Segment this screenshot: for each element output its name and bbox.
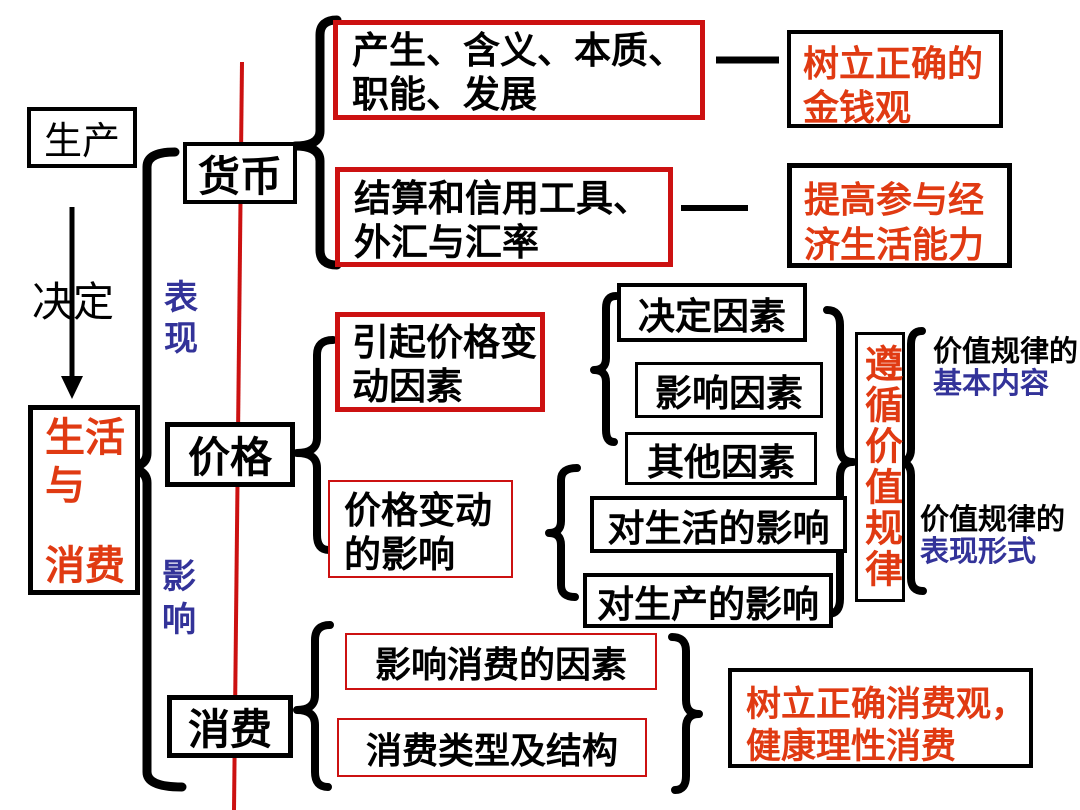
node-currency-label: 货币 [197, 154, 282, 201]
node-value-law: 遵循价值规律 [855, 332, 905, 602]
node-money-view: 树立正确的 金钱观 [787, 30, 1003, 128]
manifestation-char1: 表 [164, 280, 198, 317]
node-life-consumption-label: 生活 与 消费 [45, 414, 135, 590]
money-view-line2: 金钱观 [803, 88, 912, 128]
node-price: 价格 [165, 422, 295, 487]
influence-char2: 响 [162, 602, 196, 639]
manifestation-char2: 现 [164, 321, 198, 358]
node-consumption-factors: 影响消费的因素 [345, 633, 657, 690]
node-price-change-causes: 引起价格变 动因素 [335, 312, 545, 412]
money-view-line1: 树立正确的 [803, 44, 984, 84]
influencing-factor-label: 影响因素 [655, 374, 803, 415]
value-law-label: 遵循价值规律 [858, 344, 901, 590]
economic-ability-line2: 济生活能力 [804, 225, 985, 265]
node-deciding-factor: 决定因素 [617, 283, 807, 342]
effect-on-life-label: 对生活的影响 [607, 508, 830, 550]
node-economic-ability: 提高参与经 济生活能力 [787, 163, 1012, 268]
consumption-types-label: 消费类型及结构 [365, 730, 618, 771]
node-currency-item2: 结算和信用工具、 外汇与汇率 [335, 167, 673, 267]
determines-arrow-head [61, 376, 83, 399]
value-law-content-label: 价值规律的 基本内容 [933, 336, 1078, 400]
life-consumption-line1: 生活 [45, 415, 125, 460]
node-other-factor: 其他因素 [625, 432, 817, 485]
node-price-label: 价格 [187, 436, 272, 482]
life-consumption-line2: 与 [45, 463, 85, 508]
price-change-effects-line2: 的影响 [344, 535, 455, 576]
brace-to-consumption-view [668, 633, 703, 794]
value-law-form-label: 价值规律的 表现形式 [920, 504, 1065, 568]
value-law-form-line1: 价值规律的 [920, 504, 1066, 536]
consumption-factors-label: 影响消费的因素 [374, 644, 627, 685]
brace-currency [290, 15, 342, 270]
consumption-view-line1: 树立正确消费观， [746, 685, 1027, 724]
currency-item2-line2: 外汇与汇率 [354, 223, 539, 264]
determines-label: 决定 [32, 279, 114, 325]
price-change-causes-line1: 引起价格变 [352, 323, 537, 364]
economic-ability-line1: 提高参与经 [804, 180, 985, 220]
value-law-content-line2: 基本内容 [933, 368, 1050, 400]
life-consumption-line3: 消费 [45, 543, 125, 588]
consumption-view-line2: 健康理性消费 [746, 727, 957, 766]
currency-item1-line2: 职能、发展 [352, 75, 537, 116]
other-factor-label: 其他因素 [647, 442, 795, 484]
brace-consumption [293, 621, 334, 791]
price-change-causes-line2: 动因素 [352, 367, 463, 408]
value-law-content-line1: 价值规律的 [933, 336, 1079, 368]
influence-char1: 影 [162, 559, 196, 596]
node-life-consumption: 生活 与 消费 [28, 405, 140, 595]
deciding-factor-label: 决定因素 [638, 296, 786, 338]
node-consumption-label: 消费 [187, 708, 272, 754]
node-production-label: 生产 [43, 121, 120, 163]
node-currency: 货币 [183, 142, 297, 204]
brace-price-factors [590, 292, 620, 446]
node-consumption-types: 消费类型及结构 [337, 718, 647, 777]
currency-item1-line1: 产生、含义、本质、 [352, 31, 685, 72]
node-currency-item1: 产生、含义、本质、 职能、发展 [333, 20, 705, 120]
node-consumption: 消费 [167, 695, 293, 758]
price-change-effects-line1: 价格变动 [344, 491, 492, 532]
value-law-form-line2: 表现形式 [920, 536, 1037, 568]
effect-on-production-label: 对生产的影响 [597, 584, 819, 626]
brace-price-effects [545, 464, 581, 601]
manifestation-label: 表 现 [164, 278, 198, 360]
node-effect-on-life: 对生活的影响 [590, 496, 847, 553]
brace-to-value-law [823, 306, 857, 618]
node-price-change-effects: 价格变动 的影响 [328, 480, 513, 578]
node-effect-on-production: 对生产的影响 [583, 573, 833, 628]
node-consumption-view: 树立正确消费观， 健康理性消费 [728, 668, 1033, 768]
node-production: 生产 [27, 107, 137, 168]
node-influencing-factor: 影响因素 [635, 362, 823, 418]
currency-item2-line1: 结算和信用工具、 [354, 179, 650, 220]
influence-label: 影 响 [162, 556, 196, 642]
